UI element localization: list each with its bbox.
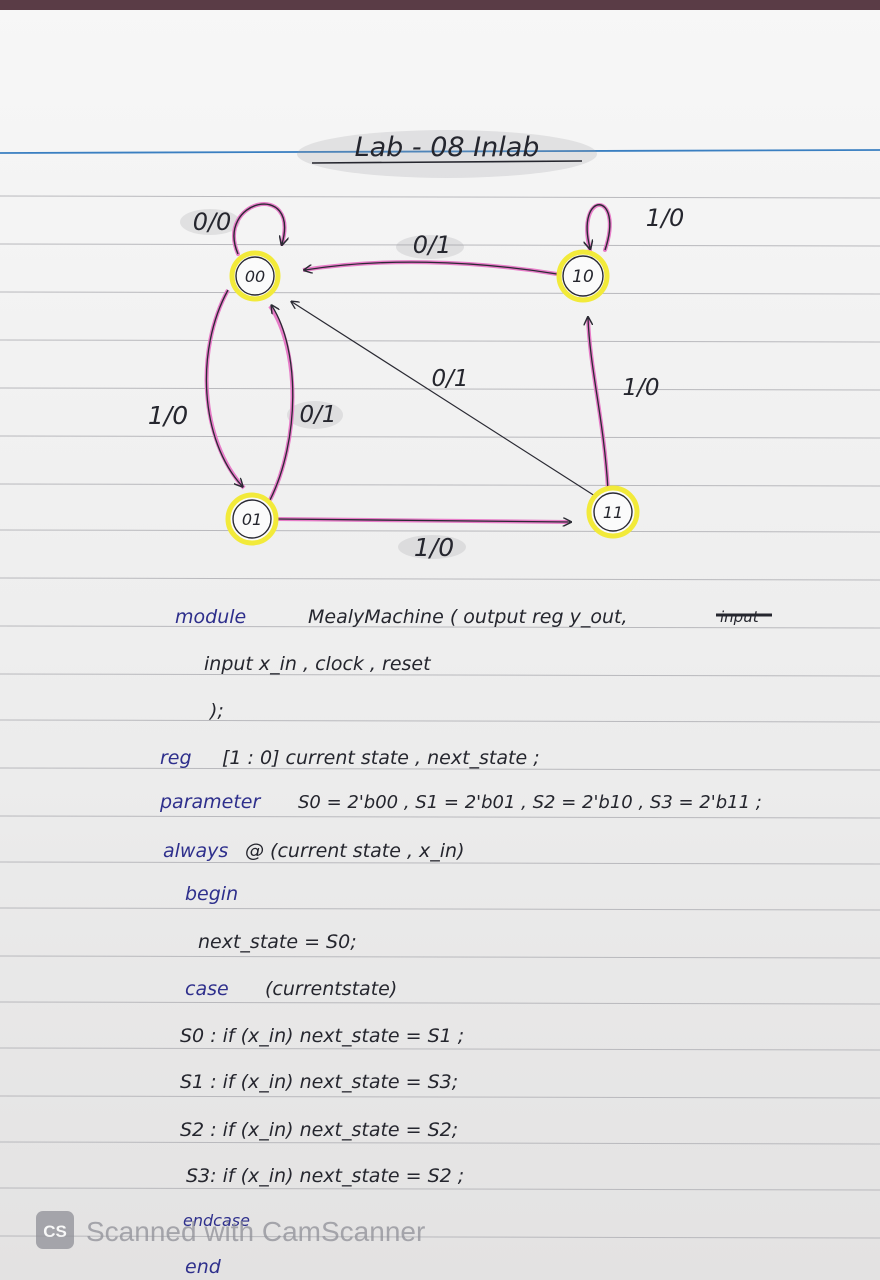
- code-s2-line: S2 : if (x_in) next_state = S2;: [180, 1119, 458, 1141]
- label-e11-00: 0/1: [431, 366, 468, 392]
- state-00: 00: [229, 250, 281, 302]
- state-diagram: 00 10 01 11 0/0 1/0 0/1 0/1 1/0: [148, 202, 685, 562]
- code-reg-rest: [1 : 0] current state , next_state ;: [222, 747, 540, 769]
- code-reg-keyword: reg: [160, 747, 192, 769]
- self-loop-00: [233, 203, 285, 255]
- code-end-keyword: end: [185, 1256, 222, 1278]
- edge-01-00: [269, 306, 294, 501]
- camscanner-badge: CS: [43, 1222, 67, 1241]
- label-self00: 0/0: [193, 208, 232, 236]
- state-00-label: 00: [245, 267, 265, 286]
- code-s3-line: S3: if (x_in) next_state = S2 ;: [186, 1165, 464, 1187]
- state-10-label: 10: [572, 267, 594, 287]
- pencil-shading: [180, 130, 597, 559]
- state-10: 10: [556, 249, 610, 303]
- code-s1-line: S1 : if (x_in) next_state = S3;: [180, 1071, 458, 1093]
- edge-11-10: [588, 318, 609, 491]
- code-case-rest: (currentstate): [265, 978, 397, 1000]
- label-e00-01: 1/0: [148, 401, 188, 430]
- label-self10: 1/0: [646, 204, 685, 232]
- camscanner-watermark: CS Scanned with CamScanner: [36, 1211, 425, 1249]
- edge-01-11: [277, 519, 570, 522]
- ruled-lines: [0, 149, 880, 1239]
- verilog-code: module MealyMachine ( output reg y_out, …: [159, 606, 772, 1278]
- code-parameter-keyword: parameter: [159, 791, 261, 813]
- code-module-rest: MealyMachine ( output reg y_out,: [308, 606, 627, 628]
- label-e10-00: 0/1: [413, 231, 452, 259]
- code-parameter-rest: S0 = 2'b00 , S1 = 2'b01 , S2 = 2'b10 , S…: [298, 792, 762, 813]
- code-always-rest: @ (current state , x_in): [245, 840, 465, 862]
- top-edge: [0, 0, 880, 10]
- edge-00-01: [205, 289, 242, 486]
- edge-10-00: [305, 261, 558, 275]
- camscanner-logo-icon: [36, 1211, 74, 1249]
- state-01: 01: [225, 492, 279, 546]
- label-e01-11: 1/0: [414, 533, 454, 562]
- scribbled-word: input: [716, 608, 772, 626]
- self-loop-10: [587, 204, 611, 250]
- state-11-label: 11: [603, 503, 623, 522]
- edge-11-00: [292, 302, 596, 497]
- code-s0-line: S0 : if (x_in) next_state = S1 ;: [180, 1025, 464, 1047]
- code-begin-keyword: begin: [185, 883, 238, 905]
- code-next-default: next_state = S0;: [198, 931, 357, 953]
- code-case-keyword: case: [185, 978, 229, 1000]
- state-11: 11: [586, 485, 640, 539]
- code-close-paren: );: [208, 700, 224, 722]
- camscanner-text: Scanned with CamScanner: [86, 1216, 425, 1247]
- state-01-label: 01: [242, 510, 262, 529]
- svg-text:input: input: [720, 608, 760, 626]
- code-always-keyword: always: [163, 840, 228, 862]
- label-e01-00: 0/1: [299, 402, 336, 428]
- self-loop-00-highlight: [232, 202, 287, 256]
- label-e11-10: 1/0: [622, 375, 659, 401]
- code-module-keyword: module: [175, 606, 246, 628]
- margin-line-blue: [0, 149, 880, 154]
- code-input-line: input x_in , clock , reset: [204, 653, 432, 675]
- page-title: Lab - 08 Inlab: [355, 132, 540, 163]
- title-underline: [311, 160, 583, 164]
- code-endcase-keyword: endcase: [183, 1211, 250, 1230]
